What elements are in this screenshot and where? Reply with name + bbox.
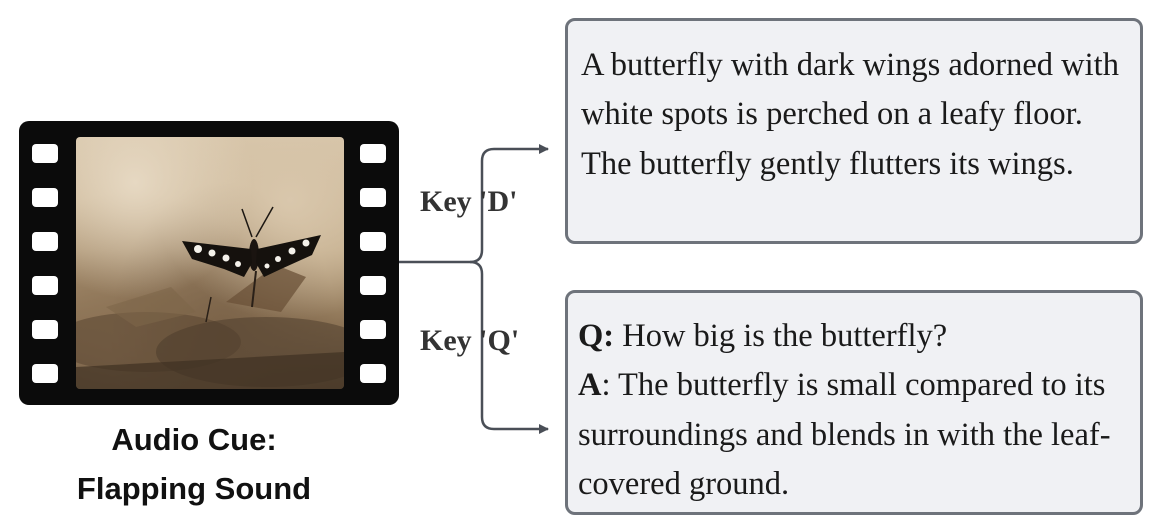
sprocket-hole bbox=[32, 232, 58, 251]
sprocket-hole bbox=[360, 276, 386, 295]
answer-line: A: The butterfly is small compared to it… bbox=[578, 361, 1130, 509]
video-frame bbox=[76, 137, 344, 389]
question-text: How big is the butterfly? bbox=[614, 318, 948, 354]
answer-text: : The butterfly is small compared to its… bbox=[578, 367, 1111, 503]
key-d-label: Key 'D' bbox=[420, 185, 518, 218]
butterfly-scene-icon bbox=[76, 206, 344, 389]
sprocket-hole bbox=[360, 144, 386, 163]
question-line: Q: How big is the butterfly? bbox=[578, 312, 1130, 361]
sprocket-hole bbox=[32, 276, 58, 295]
sprocket-hole bbox=[32, 188, 58, 207]
sprocket-hole bbox=[360, 364, 386, 383]
sprocket-hole bbox=[32, 320, 58, 339]
arrow-to-qa bbox=[469, 260, 549, 434]
video-filmstrip bbox=[19, 121, 399, 405]
question-prefix: Q: bbox=[578, 318, 615, 354]
sprocket-hole bbox=[360, 320, 386, 339]
audio-cue-value: Flapping Sound bbox=[76, 471, 312, 506]
description-box: A butterfly with dark wings adorned with… bbox=[565, 18, 1143, 244]
qa-box: Q: How big is the butterfly? A: The butt… bbox=[565, 290, 1143, 515]
audio-cue-title: Audio Cue: bbox=[111, 422, 277, 457]
sprocket-hole bbox=[360, 232, 386, 251]
key-q-label: Key 'Q' bbox=[420, 324, 520, 357]
answer-prefix: A bbox=[578, 367, 602, 404]
sprocket-hole bbox=[32, 364, 58, 383]
sprocket-hole bbox=[360, 188, 386, 207]
description-text: A butterfly with dark wings adorned with… bbox=[581, 47, 1119, 182]
sprocket-hole bbox=[32, 144, 58, 163]
